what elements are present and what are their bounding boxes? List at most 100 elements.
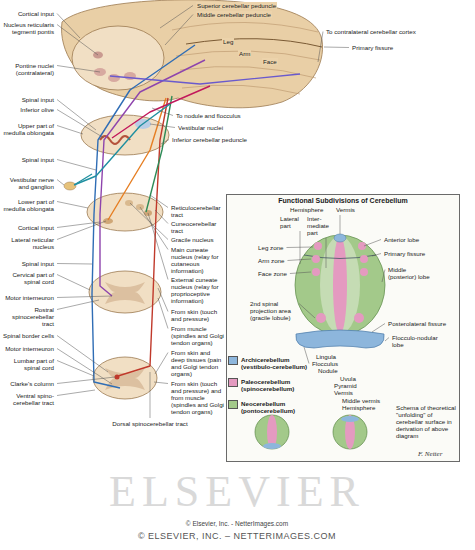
inset-label: Middle (posterior) lobe bbox=[388, 266, 430, 280]
inset-note: Schema of theoretical "unfolding" of cer… bbox=[396, 404, 456, 439]
anatomy-label: Lateral reticular nucleus bbox=[2, 236, 54, 250]
leader-line bbox=[340, 215, 341, 234]
leader-line bbox=[382, 270, 385, 283]
anatomy-label: Gracile nucleus bbox=[171, 236, 225, 243]
flocculonodular-lobe bbox=[296, 330, 384, 348]
inset-label: Lateral part bbox=[280, 215, 304, 229]
leg-zone bbox=[314, 242, 322, 250]
inset-label: Pyramid bbox=[334, 382, 357, 389]
leader-line bbox=[57, 377, 115, 384]
inset-label: Uvula bbox=[340, 375, 356, 382]
anatomy-label: Lower part of medulla oblongata bbox=[2, 198, 54, 212]
leader-line bbox=[57, 221, 106, 240]
leader-line bbox=[299, 304, 315, 319]
gracile-lobule bbox=[316, 313, 326, 323]
anatomy-label: Superior cerebellar peduncle bbox=[196, 2, 277, 9]
reticulocerebellar-tract bbox=[108, 98, 166, 220]
inset-label: Anterior lobe bbox=[384, 236, 419, 243]
leader-line bbox=[155, 353, 168, 375]
anatomy-label: Arm bbox=[238, 50, 251, 57]
leader-line bbox=[160, 6, 193, 29]
anatomy-label: Primary fissure bbox=[352, 44, 393, 51]
leader-line bbox=[57, 336, 108, 373]
anatomy-label: From skin (touch and pressure) and from … bbox=[171, 380, 225, 415]
folium-line bbox=[180, 66, 316, 78]
anatomy-label: Pontine nuclei (contralateral) bbox=[2, 62, 54, 76]
leader-line bbox=[57, 222, 100, 228]
anatomy-label: External cuneate nucleus (relay for prop… bbox=[171, 276, 225, 304]
folium-line bbox=[176, 51, 320, 60]
leader-line bbox=[152, 108, 173, 116]
pons-section bbox=[72, 26, 164, 90]
leader-line bbox=[304, 347, 309, 364]
leader-line bbox=[57, 126, 83, 135]
anatomy-label: Ventral spino-cerebellar tract bbox=[2, 392, 54, 406]
leader-line bbox=[130, 203, 168, 240]
leader-line bbox=[57, 349, 112, 385]
anatomy-label: Vestibular nuclei bbox=[178, 124, 223, 131]
anatomy-label: From skin and deep tissues (pain and Gol… bbox=[171, 349, 225, 377]
leader-line bbox=[155, 210, 168, 224]
anatomy-label: Dorsal spinocerebellar tract bbox=[95, 420, 205, 427]
hemisphere-region bbox=[295, 235, 385, 335]
inset-label: Arm zone bbox=[258, 257, 284, 264]
vestibular-ganglion bbox=[64, 182, 76, 190]
anatomy-label: Leg bbox=[222, 38, 234, 45]
legend-text: Neocerebellum (pontocerebellum) bbox=[241, 400, 311, 414]
inset-label: Posterolateral fissure bbox=[388, 320, 446, 327]
anatomy-label: Cortical input bbox=[2, 10, 54, 17]
anatomy-label: To nodule and flocculus bbox=[176, 112, 241, 119]
inset-label: Leg zone bbox=[258, 244, 283, 251]
anatomy-label: From skin (touch and pressure) bbox=[171, 308, 225, 322]
legend-swatch bbox=[228, 400, 238, 409]
signature: F. Netter bbox=[418, 450, 442, 458]
legend-swatch bbox=[228, 356, 238, 365]
anatomy-label: Spinal input bbox=[2, 156, 54, 163]
nodule-band bbox=[263, 443, 281, 449]
anatomy-label: Face bbox=[262, 58, 278, 65]
inset-label: Nodule bbox=[318, 367, 338, 374]
anatomy-label: Spinal border cells bbox=[2, 332, 54, 339]
grey-matter bbox=[105, 368, 145, 390]
inset-label: Primary fissure bbox=[384, 250, 425, 257]
anatomy-label: To contralateral cerebellar cortex bbox=[326, 28, 416, 35]
vestibulocerebellar-fibers bbox=[74, 104, 170, 185]
leader-line bbox=[290, 272, 311, 274]
leader-line bbox=[57, 263, 92, 265]
leader-line bbox=[57, 300, 99, 310]
intermediate-zone bbox=[320, 236, 360, 334]
anatomy-label: Vestibular nerve and ganglion bbox=[2, 176, 54, 190]
leader-line bbox=[161, 140, 169, 145]
leader-line bbox=[154, 382, 168, 384]
inset-label: Lingula bbox=[316, 353, 336, 360]
inset-label: Face zone bbox=[258, 270, 287, 277]
cerebellum-schema bbox=[255, 415, 289, 449]
legend-text: Paleocerebellum (spinocerebellum) bbox=[241, 378, 311, 392]
leader-line bbox=[158, 298, 168, 329]
inset-label: Hemisphere bbox=[342, 404, 375, 411]
legend-item: Paleocerebellum (spinocerebellum) bbox=[228, 378, 311, 392]
anatomy-label: Cuneocerebellar tract bbox=[171, 220, 225, 234]
pontocerebellar-fibers bbox=[110, 74, 300, 84]
arm-zone bbox=[360, 255, 368, 263]
leader-line bbox=[372, 324, 385, 333]
leader-line bbox=[150, 195, 168, 208]
vermis-region bbox=[333, 236, 347, 334]
leg-zone bbox=[358, 242, 366, 250]
copyright-line: © ELSEVIER, INC. – NETTERIMAGES.COM bbox=[7, 531, 467, 541]
anatomy-label: Upper part of medulla oblongata bbox=[2, 122, 54, 136]
inset-label: Vermis bbox=[336, 206, 355, 213]
legend-item: Archicerebellum (vestibulo-cerebellum) bbox=[228, 356, 311, 370]
anatomy-label: Lumbar part of spinal cord bbox=[2, 357, 54, 371]
dorsal-spinocerebellar-tract bbox=[118, 98, 168, 376]
anatomy-label: Cervical part of spinal cord bbox=[2, 271, 54, 285]
inset-label: 2nd spinal projection area (gracile lobu… bbox=[250, 300, 296, 321]
leader-line bbox=[57, 160, 96, 171]
legend-swatch bbox=[228, 378, 238, 387]
leader-line bbox=[57, 390, 95, 396]
face-zone bbox=[312, 268, 320, 276]
leader-line bbox=[150, 372, 151, 418]
leader-line bbox=[324, 47, 349, 49]
anatomy-label: From muscle (spindles and Golgi tendon o… bbox=[171, 325, 225, 346]
anatomy-label: Nucleus reticularis tegmenti pontis bbox=[2, 21, 54, 35]
